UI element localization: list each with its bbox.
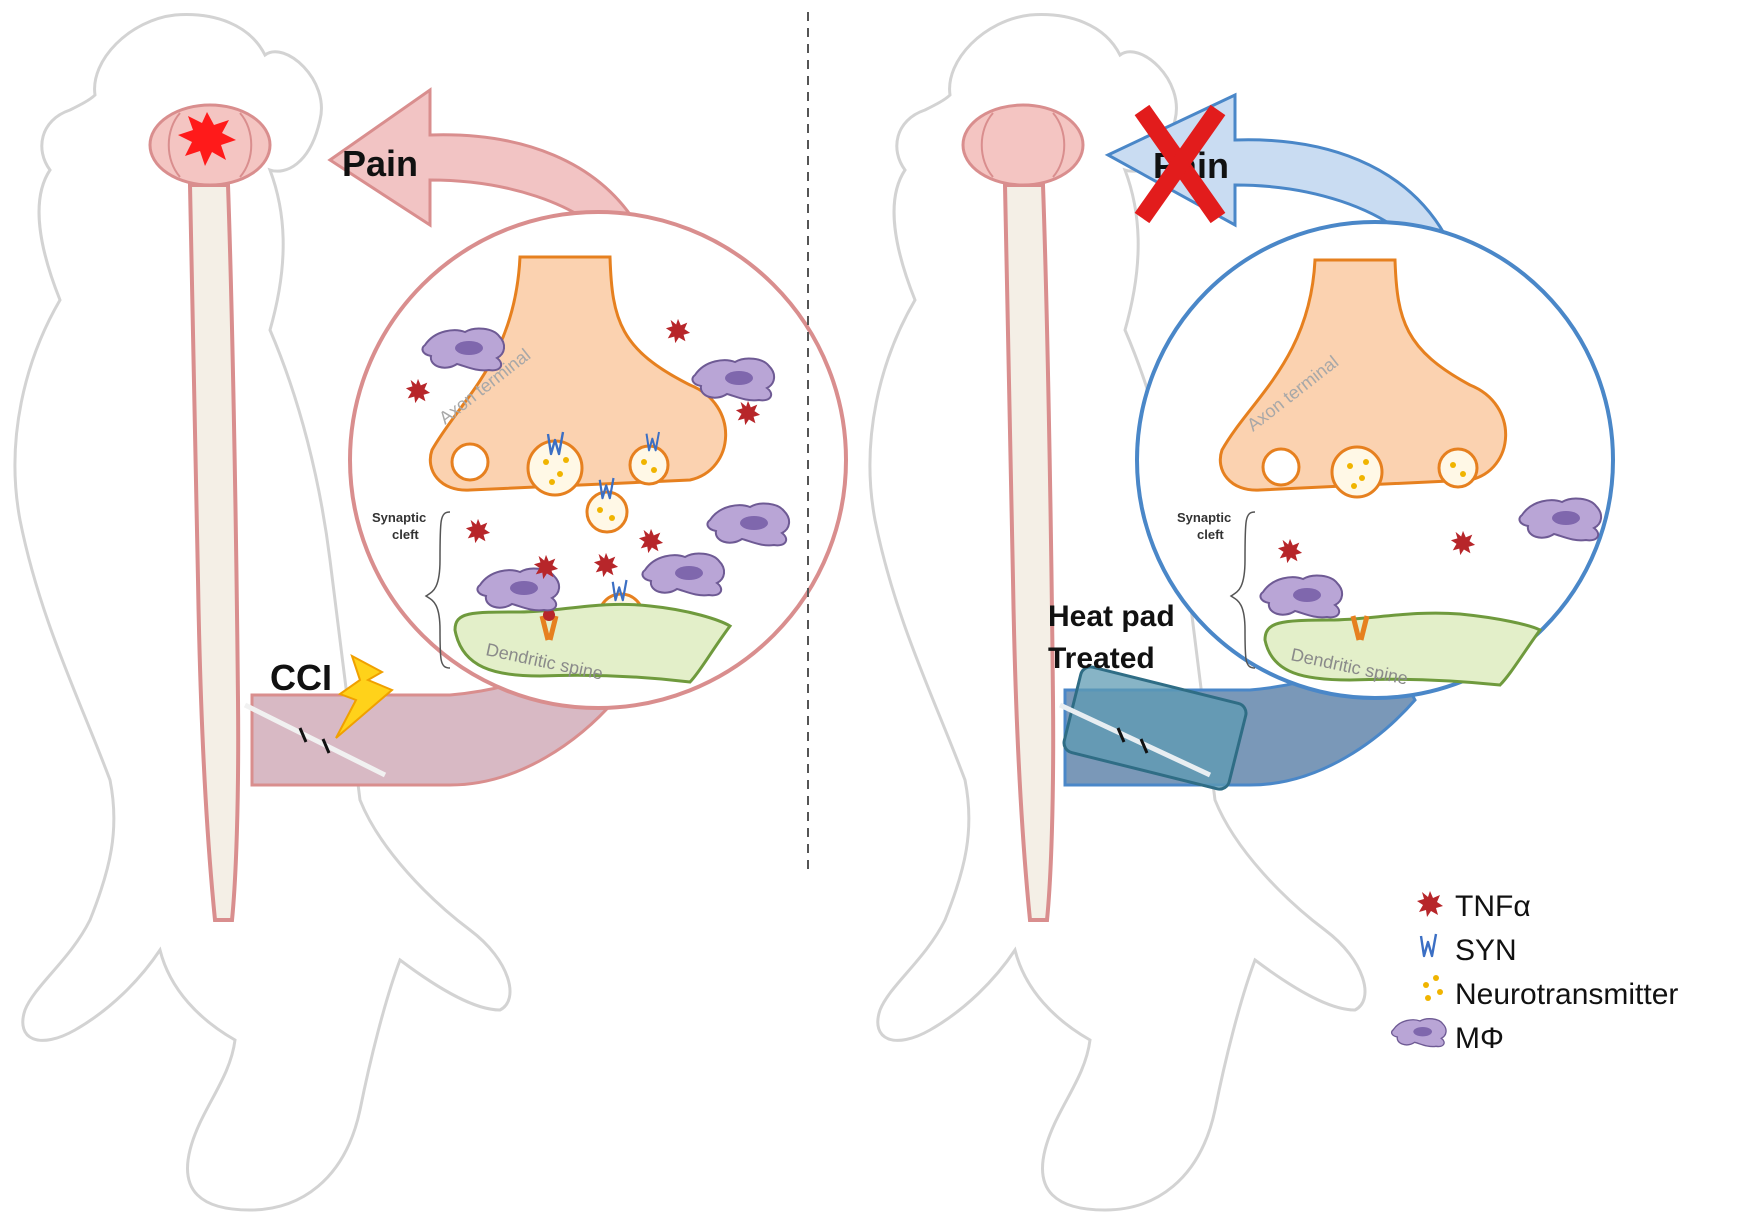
left-vesicle-2 [628,444,670,486]
right-dendritic-spine [1263,611,1543,687]
left-rat-outline [13,13,512,1212]
left-ligature-2 [321,738,331,754]
left-macrophage-3 [706,502,791,547]
left-cleft-brace [424,511,451,669]
left-macrophage-1 [421,327,506,372]
left-cleft-label-2: cleft [392,527,419,542]
right-ligature-1 [1116,727,1126,743]
right-cleft-label-2: cleft [1197,527,1224,542]
left-macrophage-4 [476,567,561,612]
left-axon-terminal [428,255,728,492]
macrophage-icon [1390,1017,1447,1048]
neurotransmitter-icon [1423,975,1443,1001]
syn-icon [1419,932,1438,958]
left-vesicle-1 [526,439,584,497]
left-ligature-1 [298,727,308,743]
left-spinal-cord [187,183,241,922]
tnf-alpha-icon [1417,891,1443,917]
left-sciatic-nerve [243,702,387,778]
legend-label-tnf: TNFα [1455,890,1531,923]
right-macrophage-2 [1259,574,1344,619]
right-receptor-icon [1350,615,1370,641]
right-panel: Pain Heat pad Treated Axon terminal Dend… [868,13,1615,1212]
heat-pad-icon [1062,665,1248,791]
right-cleft-label-1: Synaptic [1177,510,1231,525]
right-vesicle-empty [1261,447,1301,487]
legend-label-macrophage: MΦ [1455,1022,1504,1055]
left-pain-label: Pain [342,143,418,184]
left-pain-arrow [327,87,642,253]
right-macrophage-1 [1518,497,1603,542]
right-cleft-brace [1229,511,1256,669]
right-spinal-cord [1002,183,1056,922]
right-ligature-2 [1139,738,1149,754]
left-dendritic-spine [453,602,733,684]
left-receptor-icon [539,609,559,641]
pain-burst-icon [178,112,236,166]
left-panel: Pain CCI Axon terminal Dendritic spin [13,13,848,1212]
left-macrophage-5 [641,552,726,597]
left-cleft-label-1: Synaptic [372,510,426,525]
right-vesicle-2 [1437,447,1479,489]
right-vesicle-1 [1330,445,1384,499]
legend: TNFα SYN Neurotransmitter MΦ [1390,890,1678,1055]
blocked-cross-icon [1134,104,1226,224]
right-brain-icon [961,103,1085,187]
treatment-label-2: Treated [1048,642,1155,675]
right-rat-outline [868,13,1367,1212]
treatment-label-1: Heat pad [1048,600,1175,633]
right-neurotransmitter-dots [1347,459,1466,489]
right-sciatic-nerve [1058,702,1212,778]
left-vesicle-empty [450,442,490,482]
left-injury-label: CCI [270,657,332,698]
left-macrophage-2 [691,357,776,402]
legend-label-neurotransmitter: Neurotransmitter [1455,978,1678,1011]
legend-label-syn: SYN [1455,934,1517,967]
lightning-icon [335,653,394,739]
left-vesicle-3 [585,490,629,534]
